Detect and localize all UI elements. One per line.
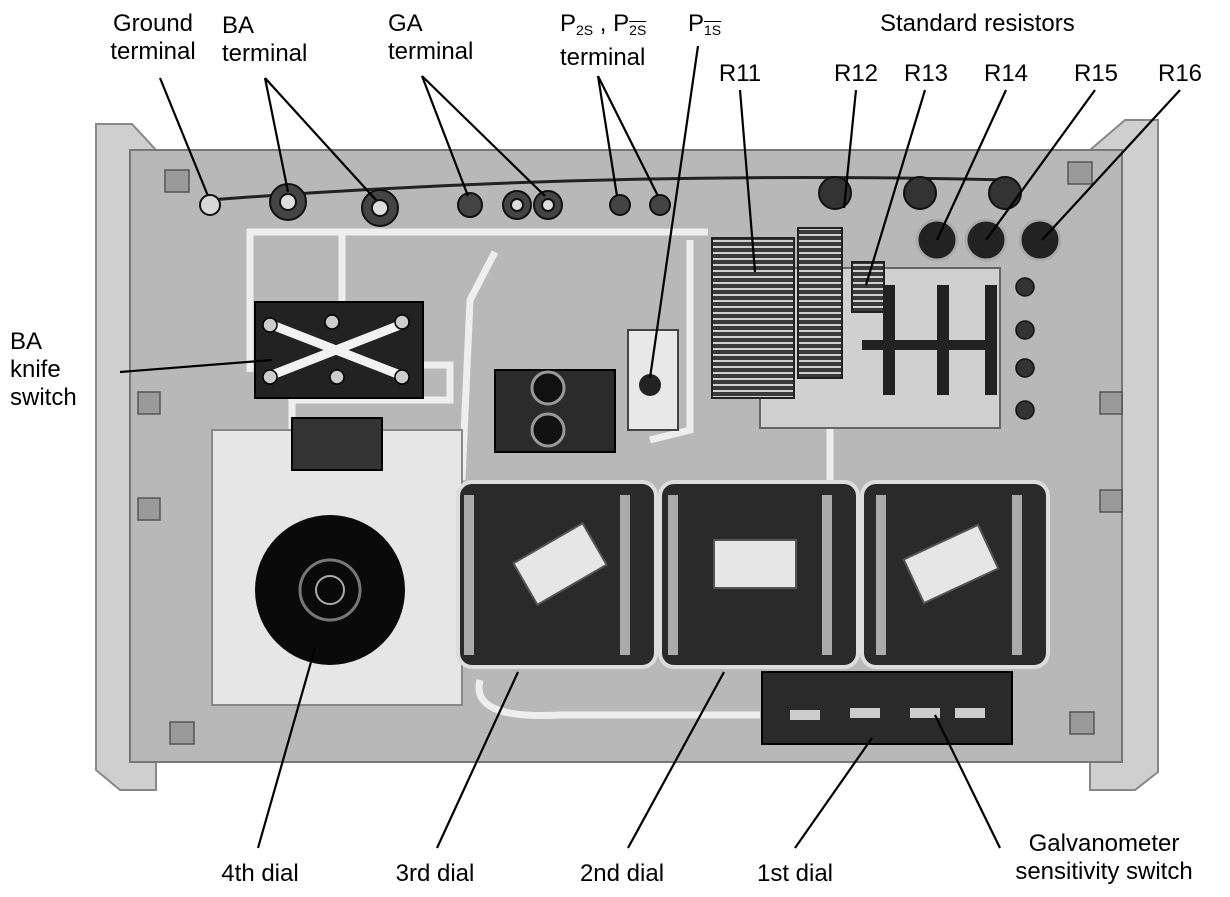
dial-4-spiral bbox=[298, 558, 362, 622]
binding-posts bbox=[1015, 277, 1035, 420]
label-standard-resistors: Standard resistors bbox=[880, 10, 1075, 37]
p1s-letter: P bbox=[688, 10, 705, 37]
p2s-separator: , bbox=[593, 10, 614, 37]
label-galv-line1: Galvanometer bbox=[1028, 830, 1180, 857]
label-knife-line3: switch bbox=[10, 384, 77, 411]
label-ground-terminal: Ground terminal bbox=[88, 10, 218, 66]
r12-coil bbox=[797, 227, 843, 379]
dial-4-switch bbox=[291, 417, 383, 471]
mounting-brackets bbox=[137, 161, 1123, 745]
p2s-sub: 2S bbox=[576, 22, 594, 38]
label-galvanometer-switch: Galvanometer sensitivity switch bbox=[984, 830, 1224, 886]
label-dial-1: 1st dial bbox=[756, 860, 834, 887]
label-p2s-line1: P2S , P2S bbox=[560, 10, 646, 44]
label-knife-line2: knife bbox=[10, 356, 61, 383]
label-ba-terminal: BA terminal bbox=[222, 12, 307, 68]
knife-switch-arms bbox=[267, 320, 405, 380]
label-p1s: P1S bbox=[688, 10, 721, 44]
knife-switch-posts bbox=[262, 314, 410, 385]
label-knife-line1: BA bbox=[10, 328, 43, 355]
r13-coil bbox=[851, 261, 885, 313]
label-r16: R16 bbox=[1157, 60, 1203, 87]
dial-4-hub bbox=[315, 575, 345, 605]
label-ga-line1: GA bbox=[388, 10, 423, 37]
dial-rotors bbox=[511, 521, 1000, 607]
jack-upper bbox=[530, 370, 566, 406]
p1s-terminal bbox=[639, 374, 661, 396]
resistor-straps bbox=[862, 285, 997, 395]
label-r13: R13 bbox=[903, 60, 949, 87]
label-ground-line2: terminal bbox=[110, 38, 196, 65]
dial-rails bbox=[464, 495, 1022, 655]
label-dial-3: 3rd dial bbox=[395, 860, 475, 887]
leader-lines bbox=[119, 45, 1181, 849]
label-r14: R14 bbox=[983, 60, 1029, 87]
dial-4-knob bbox=[255, 515, 405, 665]
label-ground-line1: Ground bbox=[112, 10, 194, 37]
label-r11: R11 bbox=[718, 60, 762, 87]
r11-coil bbox=[711, 237, 795, 399]
label-galv-line2: sensitivity switch bbox=[1015, 858, 1193, 885]
standard-resistor-caps bbox=[915, 218, 1062, 262]
galvanometer-switch-levers bbox=[790, 708, 985, 720]
jack-lower bbox=[530, 412, 566, 448]
label-ba-line1: BA bbox=[222, 12, 255, 39]
label-p2s-terminal: P2S , P2S terminal bbox=[560, 10, 646, 72]
p2s-bar-letter: P bbox=[613, 10, 630, 37]
p1s-bar-sub: 1S bbox=[704, 22, 722, 38]
label-p2s-line2: terminal bbox=[560, 44, 646, 71]
label-ba-knife-switch: BA knife switch bbox=[10, 328, 77, 412]
label-ga-line2: terminal bbox=[388, 38, 474, 65]
label-ga-terminal: GA terminal bbox=[388, 10, 473, 66]
label-dial-4: 4th dial bbox=[221, 860, 299, 887]
label-dial-2: 2nd dial bbox=[579, 860, 665, 887]
p2s-bar-sub: 2S bbox=[629, 22, 647, 38]
label-r15: R15 bbox=[1073, 60, 1119, 87]
top-wire bbox=[209, 176, 1011, 202]
label-ba-line2: terminal bbox=[222, 40, 308, 67]
label-r12: R12 bbox=[833, 60, 879, 87]
p2s-letter: P bbox=[560, 10, 577, 37]
terminals bbox=[199, 176, 1022, 227]
